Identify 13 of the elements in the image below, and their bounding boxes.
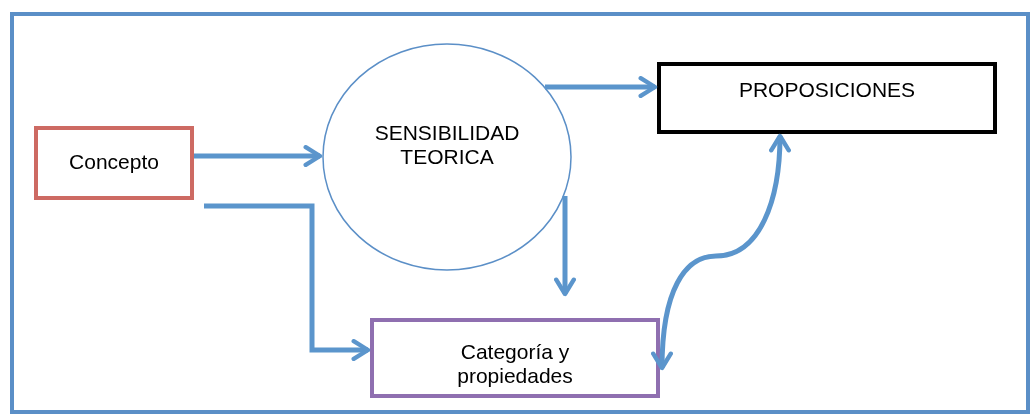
arrow: [194, 145, 323, 167]
category-box: [370, 318, 660, 398]
arrow: [651, 133, 791, 371]
node-label: Concepto: [69, 150, 159, 175]
concept-box: [34, 126, 194, 200]
node-label: Categoría y propiedades: [456, 340, 574, 389]
arrow: [554, 196, 576, 297]
arrow: [204, 203, 371, 361]
node-label: SENSIBILIDAD TEORICA: [373, 121, 521, 170]
node-label: PROPOSICIONES: [738, 78, 916, 103]
arrow: [545, 76, 658, 98]
propositions-box: [657, 62, 997, 134]
theory-circle: [322, 43, 572, 271]
